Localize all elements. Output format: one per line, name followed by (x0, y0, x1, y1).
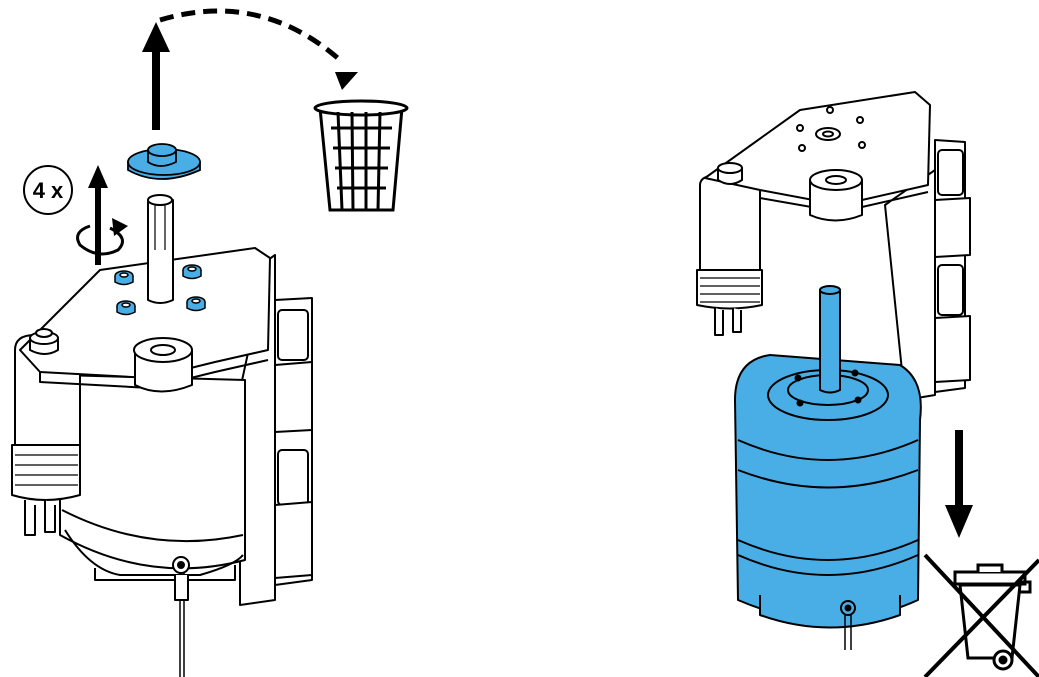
dashed-arrow (160, 11, 340, 60)
left-pump-assembly (12, 195, 312, 677)
blue-cap (128, 144, 200, 179)
rotate-arrow (78, 165, 128, 265)
down-arrow (945, 430, 973, 538)
repeat-count-label: 4 x (33, 178, 64, 203)
screw-3 (117, 301, 135, 315)
blue-motor (735, 355, 921, 650)
lift-arrow (142, 22, 170, 130)
screw-4 (187, 297, 205, 311)
repeat-count-badge: 4 x (24, 166, 72, 214)
motor-shaft (820, 286, 840, 393)
screw-2 (183, 265, 201, 279)
screw-1 (115, 271, 133, 285)
wastebasket-icon (315, 101, 407, 210)
dashed-arrow-head (335, 72, 358, 90)
weee-bin-icon (925, 555, 1039, 677)
